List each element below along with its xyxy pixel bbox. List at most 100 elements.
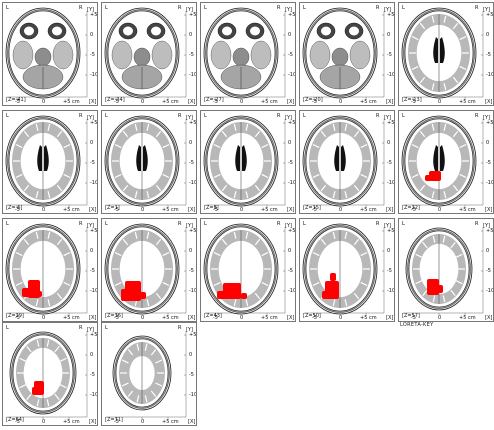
y-axis-label: [Y] [186, 327, 193, 333]
x-axis-label: [X] [89, 99, 97, 105]
right-hemisphere-label: R [376, 113, 380, 119]
y-axis-label: [Y] [87, 7, 94, 13]
right-hemisphere-label: R [277, 221, 281, 227]
right-hemisphere-label: R [178, 325, 182, 331]
x-tick-label: +5 cm [162, 419, 179, 425]
x-tick-label: 0 [42, 315, 46, 321]
brain-slice-image [5, 115, 88, 207]
activation-region [28, 280, 40, 298]
y-axis-label: [Y] [285, 115, 292, 121]
y-tick-label: -10 [288, 288, 296, 294]
y-tick-label: +5 [189, 120, 197, 126]
x-tick-label: +5 cm [360, 99, 377, 105]
brain-slice-image [401, 115, 484, 207]
activation-region [325, 281, 339, 299]
y-tick-label: -5 [90, 52, 95, 58]
left-hemisphere-label: L [105, 113, 108, 119]
y-tick-label: +5 [288, 12, 296, 18]
x-tick-label: +5 cm [162, 99, 179, 105]
x-tick-label: 0 [339, 207, 343, 213]
y-tick-label: +5 [486, 228, 494, 234]
y-tick-label: +5 [288, 228, 296, 234]
x-axis-label: [X] [188, 207, 196, 213]
y-axis-label: [Y] [384, 115, 391, 121]
y-tick-label: -5 [486, 160, 491, 166]
y-tick-label: +5 [486, 120, 494, 126]
activation-region [140, 292, 146, 299]
loreta-key-label: LORETA-KEY [400, 322, 434, 328]
z-coordinate-label: [Z=-27] [204, 97, 224, 103]
brain-slice-image [401, 7, 484, 99]
z-coordinate-label: [Z=43] [204, 313, 222, 319]
y-tick-label: +5 [387, 228, 395, 234]
x-axis-label: [X] [287, 99, 295, 105]
x-tick-label: -5 [312, 207, 317, 213]
x-axis-label: [X] [188, 99, 196, 105]
brain-slice-image [203, 223, 286, 315]
y-axis-label: [Y] [285, 7, 292, 13]
x-tick-label: 0 [438, 315, 442, 321]
x-tick-label: -5 [114, 315, 119, 321]
left-hemisphere-label: L [6, 221, 9, 227]
z-coordinate-label: [Z=-13] [402, 97, 422, 103]
y-tick-label: -5 [189, 160, 194, 166]
y-axis-label: [Y] [285, 223, 292, 229]
z-coordinate-label: [Z=57] [402, 313, 420, 319]
right-hemisphere-label: R [277, 5, 281, 11]
brain-slice-image [302, 223, 385, 315]
y-tick-label: -10 [189, 392, 197, 398]
y-tick-label: 0 [90, 140, 94, 146]
right-hemisphere-label: R [376, 221, 380, 227]
right-hemisphere-label: R [79, 221, 83, 227]
right-hemisphere-label: R [79, 113, 83, 119]
activation-region [322, 291, 328, 299]
right-hemisphere-label: R [178, 5, 182, 11]
activation-region [425, 175, 431, 181]
y-tick-label: -5 [189, 52, 194, 58]
y-tick-label: -10 [387, 288, 395, 294]
x-axis-label: [X] [485, 207, 493, 213]
right-hemisphere-label: R [79, 5, 83, 11]
y-tick-label: +5 [90, 12, 98, 18]
y-axis-label: [Y] [384, 7, 391, 13]
x-tick-label: +5 cm [162, 315, 179, 321]
x-tick-label: 0 [141, 419, 145, 425]
activation-region [121, 289, 129, 301]
y-tick-label: -10 [387, 72, 395, 78]
activation-region [437, 285, 443, 293]
y-tick-label: 0 [486, 32, 490, 38]
x-tick-label: +5 cm [360, 207, 377, 213]
y-tick-label: -10 [189, 288, 197, 294]
y-tick-label: -5 [189, 372, 194, 378]
x-axis-label: [X] [386, 315, 394, 321]
right-hemisphere-label: R [475, 5, 479, 11]
left-hemisphere-label: L [303, 113, 306, 119]
y-tick-label: 0 [90, 352, 94, 358]
y-tick-label: +5 [90, 332, 98, 338]
x-tick-label: 0 [438, 207, 442, 213]
z-coordinate-label: [Z=-6] [6, 205, 23, 211]
brain-slice-image [104, 7, 187, 99]
x-tick-label: 0 [42, 419, 46, 425]
y-tick-label: 0 [288, 140, 292, 146]
y-tick-label: -10 [387, 180, 395, 186]
x-tick-label: -5 [213, 99, 218, 105]
y-tick-label: -10 [189, 180, 197, 186]
left-hemisphere-label: L [105, 325, 108, 331]
y-tick-label: -5 [90, 268, 95, 274]
x-tick-label: -5 [15, 207, 20, 213]
y-axis-label: [Y] [87, 327, 94, 333]
x-tick-label: 0 [240, 99, 244, 105]
y-axis-label: [Y] [483, 115, 490, 121]
y-tick-label: -5 [387, 160, 392, 166]
y-tick-label: +5 [387, 12, 395, 18]
x-tick-label: -5 [411, 315, 416, 321]
right-hemisphere-label: R [178, 221, 182, 227]
